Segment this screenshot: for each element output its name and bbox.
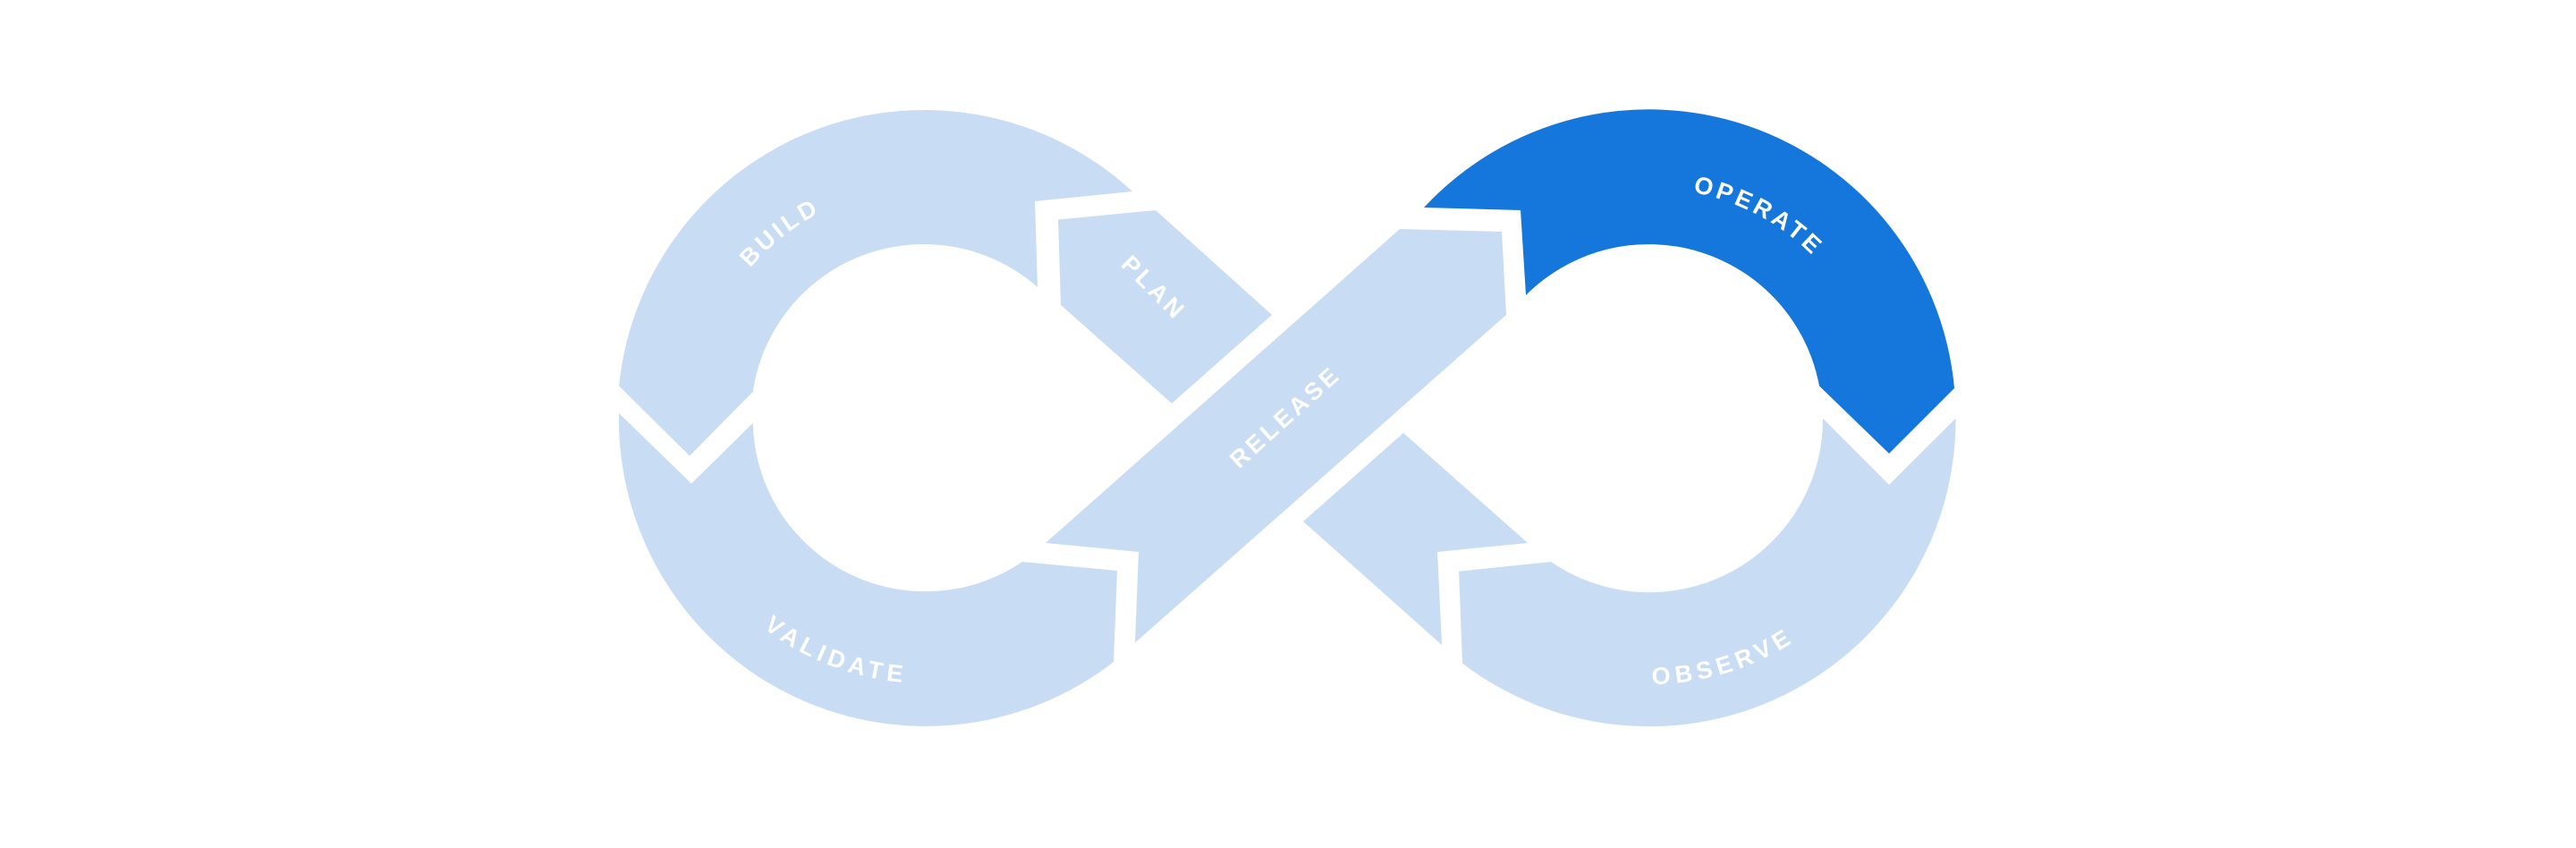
operate-segment (1424, 109, 1954, 454)
connector-segment (1303, 433, 1528, 645)
observe-segment (1459, 418, 1956, 727)
validate-segment (618, 413, 1117, 726)
build-segment (619, 109, 1132, 456)
plan-segment (1058, 210, 1272, 403)
release-segment (1046, 229, 1506, 643)
